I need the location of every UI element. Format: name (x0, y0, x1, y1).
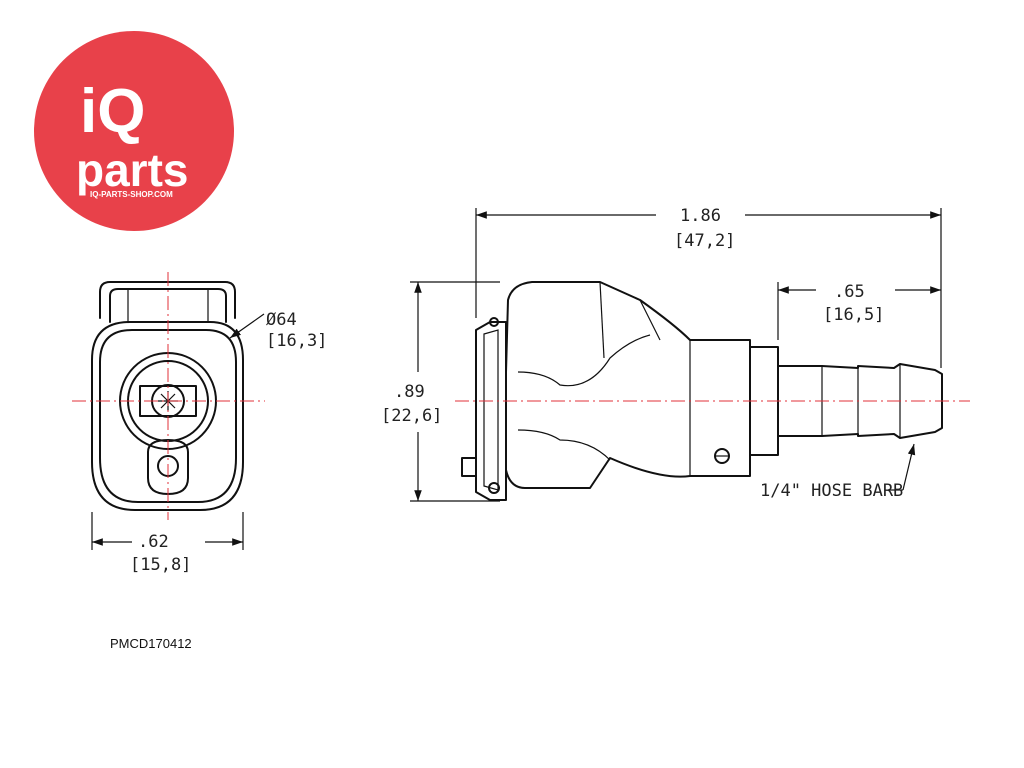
part-code: PMCD170412 (110, 636, 192, 651)
logo-brand-top: iQ (80, 77, 145, 146)
width-metric: [15,8] (130, 555, 191, 575)
height-label: .89 (394, 382, 425, 402)
iq-parts-logo: iQ parts IQ-PARTS-SHOP.COM (34, 31, 234, 231)
diameter-label: Ø64 (266, 310, 297, 330)
width-label: .62 (138, 532, 169, 552)
barb-length-label: .65 (834, 282, 865, 302)
side-view: 1.86 [47,2] .65 [16,5] .89 [22,6] 1/4" H… (381, 206, 970, 502)
logo-circle (34, 31, 234, 231)
logo-url: IQ-PARTS-SHOP.COM (90, 190, 173, 199)
front-view: Ø64 [16,3] .62 [15,8] (72, 272, 327, 575)
barb-length-metric: [16,5] (823, 305, 884, 325)
height-metric: [22,6] (381, 406, 442, 426)
diameter-metric: [16,3] (266, 331, 327, 351)
logo-brand-bottom: parts (76, 144, 188, 196)
overall-length-metric: [47,2] (674, 231, 735, 251)
overall-length-label: 1.86 (680, 206, 721, 226)
hose-barb-note: 1/4" HOSE BARB (760, 481, 903, 501)
